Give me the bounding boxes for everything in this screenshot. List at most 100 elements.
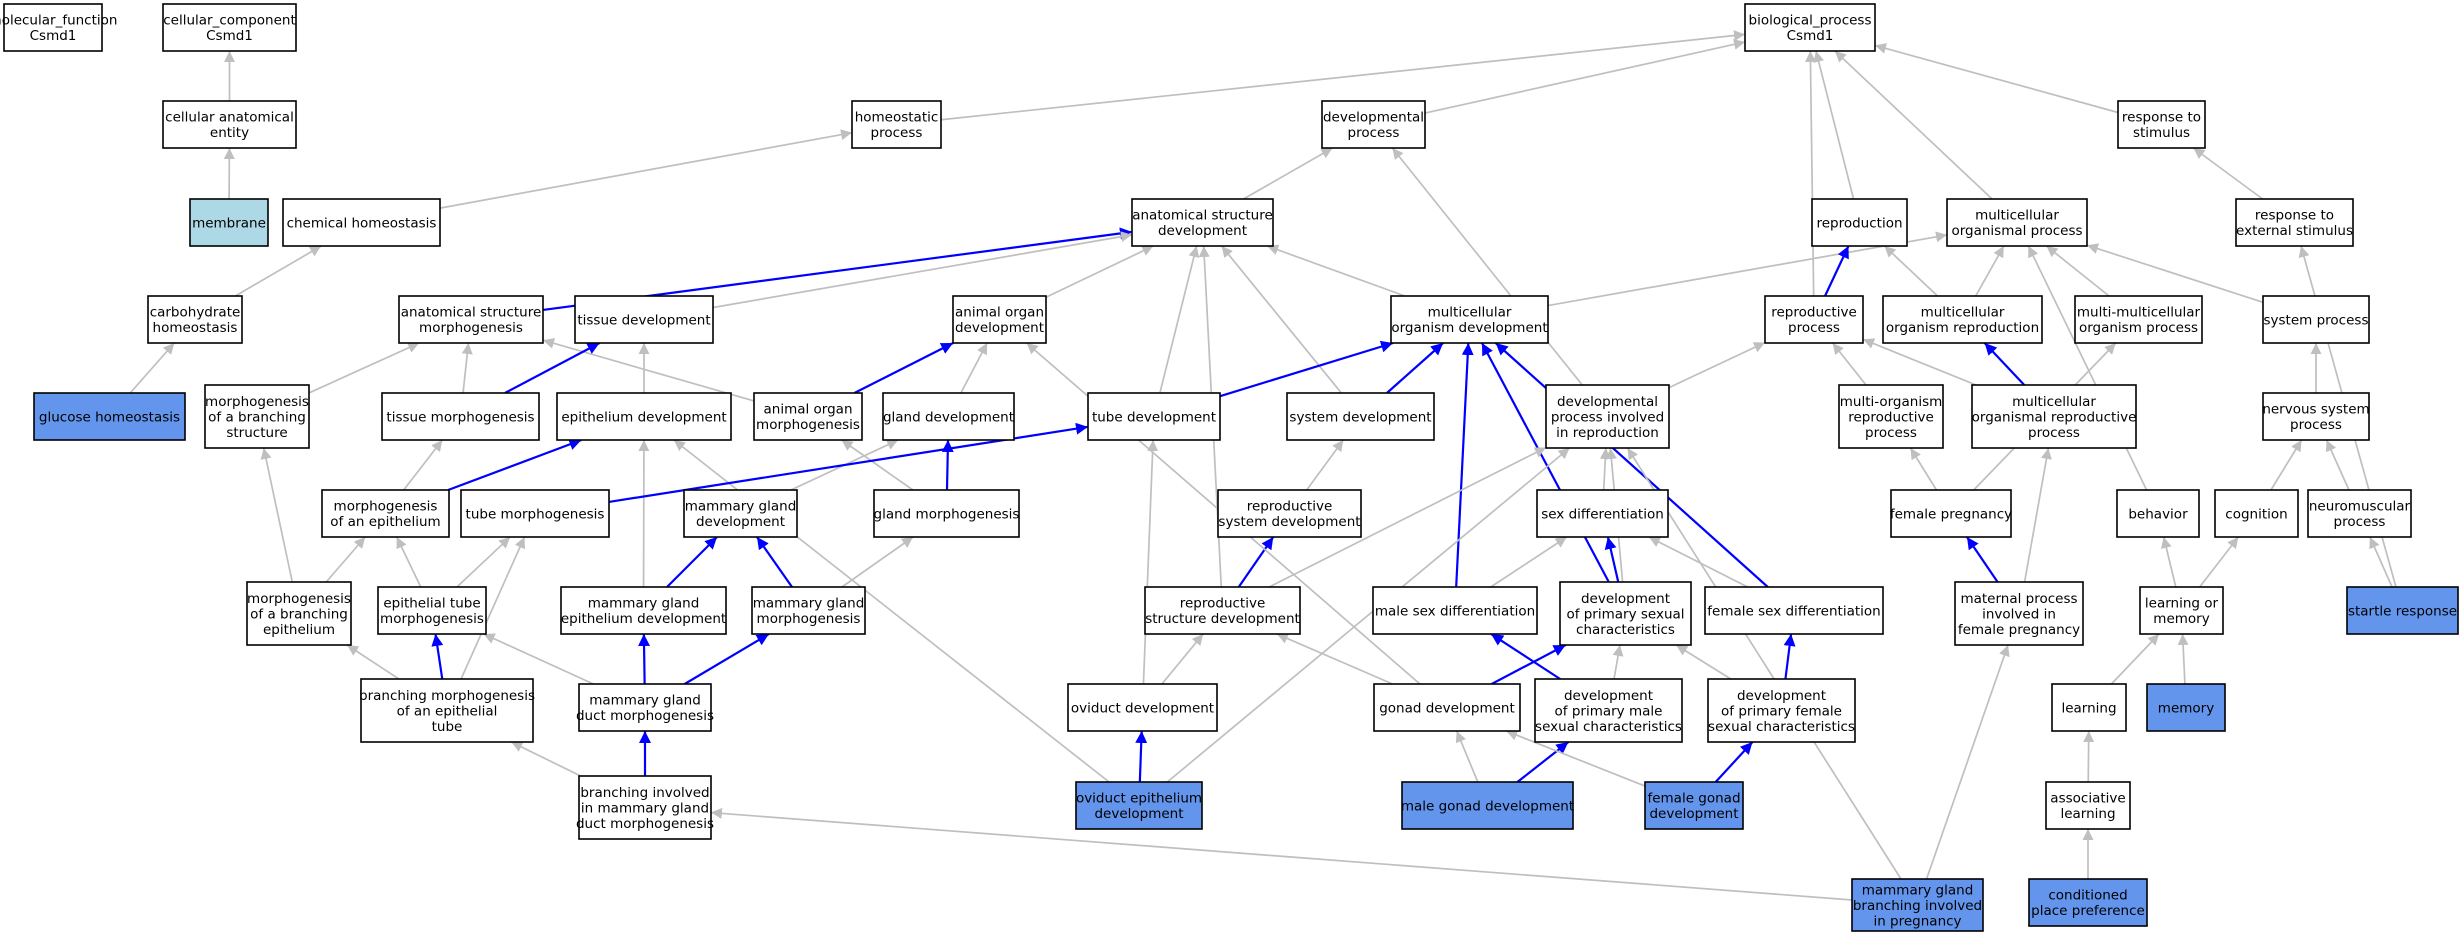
node-tissue-morphogenesis[interactable]: tissue morphogenesis xyxy=(381,392,540,441)
edge-reproduction-to-biological-process xyxy=(1813,50,1855,200)
node-label-line: entity xyxy=(210,125,249,141)
node-system-development[interactable]: system development xyxy=(1286,392,1435,441)
node-box xyxy=(2235,198,2354,247)
node-reproduction[interactable]: reproduction xyxy=(1811,198,1908,247)
node-memory[interactable]: memory xyxy=(2146,683,2226,732)
node-box xyxy=(1545,384,1670,449)
node-gland-development[interactable]: gland development xyxy=(882,392,1015,441)
edge-branching-morphogenesis-of-epithelial-tube-to-tube-morphogenesis xyxy=(460,536,526,680)
node-box xyxy=(1946,198,2088,247)
edge-gonad-development-to-development-of-primary-sexual-characteristics xyxy=(1491,644,1567,685)
node-label-line: female pregnancy xyxy=(1890,506,2012,522)
node-label-line: of a branching xyxy=(250,606,348,622)
node-label-line: characteristics xyxy=(1576,622,1675,638)
node-label-line: system development xyxy=(1289,409,1431,425)
node-label-line: gland morphogenesis xyxy=(874,506,1020,522)
node-female-pregnancy[interactable]: female pregnancy xyxy=(1890,489,2012,538)
node-chemical-homeostasis[interactable]: chemical homeostasis xyxy=(282,198,441,247)
edge-female-pregnancy-to-multi-organism-reproductive-process xyxy=(1909,447,1938,491)
node-learning[interactable]: learning xyxy=(2051,683,2127,732)
node-box xyxy=(2045,781,2131,830)
node-box xyxy=(2214,489,2299,538)
node-membrane[interactable]: membrane xyxy=(189,198,269,247)
node-behavior[interactable]: behavior xyxy=(2116,489,2200,538)
node-epithelium-development[interactable]: epithelium development xyxy=(556,392,732,441)
node-label-line: development xyxy=(1564,688,1653,704)
node-tube-morphogenesis[interactable]: tube morphogenesis xyxy=(460,489,610,538)
node-glucose-homeostasis[interactable]: glucose homeostasis xyxy=(33,392,186,441)
node-gland-morphogenesis[interactable]: gland morphogenesis xyxy=(873,489,1020,538)
node-label-line: branching involved xyxy=(1853,898,1982,914)
node-box xyxy=(460,489,610,538)
node-label-line: of primary female xyxy=(1721,703,1842,719)
node-sex-differentiation[interactable]: sex differentiation xyxy=(1536,489,1669,538)
node-female-sex-differentiation[interactable]: female sex differentiation xyxy=(1704,586,1884,635)
node-label-line: process xyxy=(1788,320,1840,336)
node-tissue-development[interactable]: tissue development xyxy=(574,295,714,344)
node-box xyxy=(282,198,441,247)
node-system-process[interactable]: system process xyxy=(2262,295,2370,344)
edge-cognition-to-nervous-system-process xyxy=(2270,439,2303,491)
edge-glucose-homeostasis-to-carbohydrate-homeostasis xyxy=(129,342,175,394)
edge-multicellular-organism-reproduction-to-multicellular-organismal-process xyxy=(1974,245,2005,297)
node-startle-response[interactable]: startle response xyxy=(2346,586,2459,635)
node-male-gonad-development[interactable]: male gonad development xyxy=(1401,781,1574,830)
node-label-line: sex differentiation xyxy=(1541,506,1664,522)
edge-learning-to-learning-or-memory xyxy=(2110,633,2160,685)
node-label-line: oviduct epithelium xyxy=(1076,791,1202,807)
node-cognition[interactable]: cognition xyxy=(2214,489,2299,538)
node-label-line: in mammary gland xyxy=(581,800,709,816)
node-male-sex-differentiation[interactable]: male sex differentiation xyxy=(1372,586,1538,635)
node-oviduct-development[interactable]: oviduct development xyxy=(1067,683,1218,732)
node-gonad-development[interactable]: gonad development xyxy=(1373,683,1521,732)
node-tube-development[interactable]: tube development xyxy=(1087,392,1221,441)
node-label-line: organism reproduction xyxy=(1886,320,2039,336)
edge-development-of-primary-female-sexual-characteristics-to-development-of-primary-sexual-characteristics xyxy=(1675,644,1732,680)
